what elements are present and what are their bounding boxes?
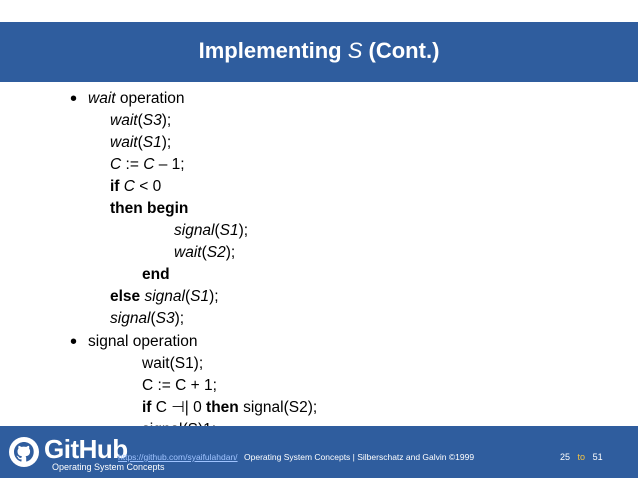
- code-line: wait(S1);: [110, 134, 172, 151]
- bullet-icon: •: [70, 88, 78, 110]
- code-line: if C < 0: [110, 178, 162, 195]
- code-line: if C ⊣| 0 then signal(S2);: [142, 399, 318, 416]
- code-line: C := C – 1;: [110, 156, 185, 173]
- code-line: signal(S3);: [110, 310, 185, 327]
- wait-operation-heading: wait operation: [88, 90, 185, 107]
- code-line: signal(S1);: [174, 222, 249, 239]
- page-indicator: 25 to 51: [560, 452, 603, 462]
- footer-subtitle: Operating System Concepts: [52, 462, 165, 472]
- title-bar: Implementing S (Cont.): [0, 22, 638, 82]
- course-credit: Operating System Concepts | Silberschatz…: [244, 452, 475, 462]
- github-logo-text: GitHub: [44, 434, 128, 464]
- code-line: end: [142, 266, 170, 283]
- github-octocat-icon: [9, 437, 39, 467]
- signal-operation-heading: signal operation: [88, 333, 198, 350]
- code-line: else signal(S1);: [110, 288, 219, 305]
- code-line: wait(S3);: [110, 112, 172, 129]
- footer-bar: GitHub https://github.com/syaifulahdan/ …: [0, 426, 638, 478]
- bullet-icon: •: [70, 331, 78, 353]
- code-line: then begin: [110, 200, 189, 217]
- code-line: wait(S2);: [174, 244, 236, 261]
- code-line: wait(S1);: [142, 355, 204, 372]
- slide-title: Implementing S (Cont.): [198, 38, 440, 63]
- github-profile-link[interactable]: https://github.com/syaifulahdan/: [118, 452, 238, 462]
- code-line: C := C + 1;: [142, 377, 217, 394]
